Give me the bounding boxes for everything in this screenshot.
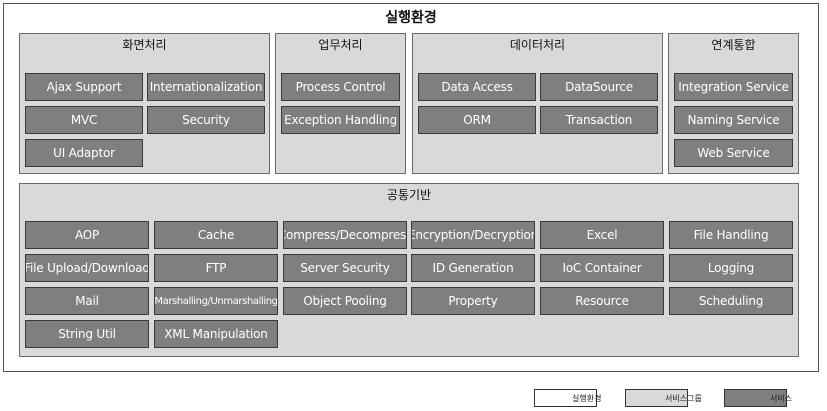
service-mvc: MVC xyxy=(25,106,143,134)
service-compress-decompress: Compress/Decompress xyxy=(283,221,407,249)
service-excel: Excel xyxy=(540,221,664,249)
service-orm: ORM xyxy=(418,106,536,134)
service-marshalling-unmarshalling: Marshalling/Unmarshalling xyxy=(154,287,278,315)
service-xml-manipulation: XML Manipulation xyxy=(154,320,278,348)
group-integration: 연계통합 Integration Service Naming Service … xyxy=(668,33,799,174)
service-transaction: Transaction xyxy=(540,106,658,134)
group-title: 연계통합 xyxy=(711,38,756,52)
service-ioc-container: IoC Container xyxy=(540,254,664,282)
service-aop: AOP xyxy=(25,221,149,249)
legend-label-runtime: 실행환경 xyxy=(572,394,602,403)
group-data-processing: 데이터처리 Data Access DataSource ORM Transac… xyxy=(412,33,663,174)
service-string-util: String Util xyxy=(25,320,149,348)
service-internationalization: Internationalization xyxy=(147,73,265,101)
service-resource: Resource xyxy=(540,287,664,315)
service-object-pooling: Object Pooling xyxy=(283,287,407,315)
service-id-generation: ID Generation xyxy=(411,254,535,282)
legend-swatch-runtime xyxy=(534,389,597,407)
service-datasource: DataSource xyxy=(540,73,658,101)
service-file-upload-download: File Upload/Download xyxy=(25,254,149,282)
service-ui-adaptor: UI Adaptor xyxy=(25,139,143,167)
service-web-service: Web Service xyxy=(674,139,793,167)
service-encryption-decryption: Encryption/Decryption xyxy=(411,221,535,249)
service-logging: Logging xyxy=(669,254,793,282)
service-ajax-support: Ajax Support xyxy=(25,73,143,101)
service-mail: Mail xyxy=(25,287,149,315)
service-file-handling: File Handling xyxy=(669,221,793,249)
group-title: 업무처리 xyxy=(318,38,363,52)
legend-label-service: 서비스 xyxy=(770,394,793,403)
group-screen-processing: 화면처리 Ajax Support Internationalization M… xyxy=(19,33,270,174)
diagram-title: 실행환경 xyxy=(385,10,437,26)
group-title: 데이터처리 xyxy=(509,38,566,52)
service-naming-service: Naming Service xyxy=(674,106,793,134)
legend-swatch-service-group xyxy=(625,389,688,407)
group-title: 화면처리 xyxy=(122,38,167,52)
service-server-security: Server Security xyxy=(283,254,407,282)
legend-label-service-group: 서비스그룹 xyxy=(665,394,702,403)
group-title: 공통기반 xyxy=(386,188,432,202)
service-scheduling: Scheduling xyxy=(669,287,793,315)
service-exception-handling: Exception Handling xyxy=(281,106,400,134)
service-data-access: Data Access xyxy=(418,73,536,101)
service-security: Security xyxy=(147,106,265,134)
legend-swatch-service xyxy=(724,389,787,407)
service-cache: Cache xyxy=(154,221,278,249)
service-process-control: Process Control xyxy=(281,73,400,101)
group-business-processing: 업무처리 Process Control Exception Handling xyxy=(275,33,406,174)
service-ftp: FTP xyxy=(154,254,278,282)
group-common-foundation: 공통기반 AOP Cache Compress/Decompress Encry… xyxy=(19,183,799,357)
service-property: Property xyxy=(411,287,535,315)
service-integration-service: Integration Service xyxy=(674,73,793,101)
